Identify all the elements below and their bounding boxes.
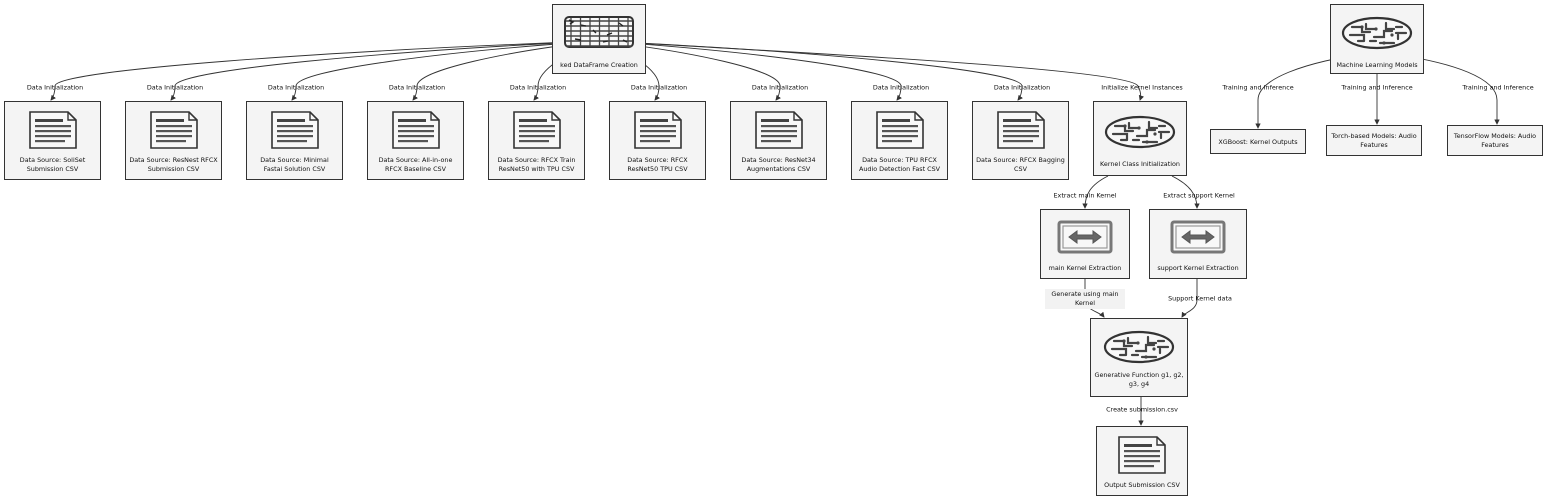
edge-label: Extract main Kernel	[1053, 191, 1117, 200]
node-label: TensorFlow Models: Audio Features	[1453, 132, 1537, 149]
transfer-arrows-icon	[1170, 220, 1226, 258]
edge-label: Support Kernel data	[1168, 294, 1232, 303]
node-src1: Data Source: SoliSet Submission CSV	[4, 101, 101, 180]
node-xgb: XGBoost: Kernel Outputs	[1210, 129, 1306, 154]
edge-label: Data Initialization	[267, 83, 325, 92]
node-src7: Data Source: ResNet34 Augmentations CSV	[730, 101, 827, 180]
node-label: Data Source: ResNet34 Augmentations CSV	[741, 156, 816, 173]
node-ml: Machine Learning Models	[1330, 4, 1424, 74]
node-label: Data Source: SoliSet Submission CSV	[19, 156, 86, 173]
edge-root-src7	[598, 40, 781, 101]
node-label: Data Source: RFCX Train ResNet50 with TP…	[497, 156, 576, 173]
node-label: Data Source: TPU RFCX Audio Detection Fa…	[858, 156, 941, 173]
edge-kernel-supext	[1171, 175, 1200, 209]
edge-label: Extract support Kernel	[1163, 191, 1235, 200]
node-src9: Data Source: RFCX Bagging CSV	[972, 101, 1069, 180]
node-label: Torch-based Models: Audio Features	[1331, 132, 1417, 149]
edge-root-kernel	[598, 40, 1144, 101]
node-src8: Data Source: TPU RFCX Audio Detection Fa…	[851, 101, 948, 180]
brain-icon	[1340, 15, 1414, 55]
transfer-arrows-icon	[1057, 220, 1113, 258]
edge-supext-gen	[1181, 279, 1198, 318]
node-src5: Data Source: RFCX Train ResNet50 with TP…	[488, 101, 585, 180]
edge-label: Data Initialization	[509, 83, 567, 92]
node-kernel: Kernel Class Initialization	[1093, 101, 1187, 176]
edge-kernel-mainext	[1082, 175, 1109, 209]
document-icon	[994, 110, 1048, 154]
node-supext: support Kernel Extraction	[1149, 209, 1247, 279]
node-root: ked DataFrame Creation	[552, 4, 646, 74]
edge-root-src3	[291, 40, 600, 101]
document-icon	[873, 110, 927, 154]
brain-icon	[1102, 329, 1176, 369]
node-label: ked DataFrame Creation	[560, 61, 638, 69]
document-icon	[268, 110, 322, 154]
edge-label: Data Initialization	[146, 83, 204, 92]
node-label: Data Source: RFCX ResNet50 TPU CSV	[627, 156, 688, 173]
node-label: Data Source: Minimal Fastai Solution CSV	[260, 156, 329, 173]
edge-label: Data Initialization	[630, 83, 688, 92]
edge-label: Data Initialization	[26, 83, 84, 92]
node-label: Data Source: RFCX Bagging CSV	[976, 156, 1065, 173]
node-label: Machine Learning Models	[1336, 61, 1418, 69]
document-icon	[510, 110, 564, 154]
node-mainext: main Kernel Extraction	[1040, 209, 1130, 279]
edge-label: Data Initialization	[872, 83, 930, 92]
edge-root-src8	[598, 40, 902, 101]
document-icon	[752, 110, 806, 154]
edge-label: Data Initialization	[993, 83, 1051, 92]
edge-label: Create submission.csv	[1106, 405, 1178, 414]
node-src2: Data Source: ResNest RFCX Submission CSV	[125, 101, 222, 180]
node-gen: Generative Function g1, g2, g3, g4	[1090, 318, 1188, 397]
node-src6: Data Source: RFCX ResNet50 TPU CSV	[609, 101, 706, 180]
node-src4: Data Source: All-in-one RFCX Baseline CS…	[367, 101, 464, 180]
node-label: Data Source: ResNest RFCX Submission CSV	[129, 156, 218, 173]
edge-label: Training and Inference	[1222, 83, 1294, 92]
edge-label: Training and Inference	[1462, 83, 1534, 92]
document-icon	[147, 110, 201, 154]
edge-label: Initialize Kernel Instances	[1101, 83, 1183, 92]
edge-label: Training and Inference	[1341, 83, 1413, 92]
node-src3: Data Source: Minimal Fastai Solution CSV	[246, 101, 343, 180]
edge-label: Data Initialization	[388, 83, 446, 92]
node-label: support Kernel Extraction	[1157, 264, 1239, 272]
document-icon	[389, 110, 443, 154]
node-label: XGBoost: Kernel Outputs	[1218, 138, 1298, 146]
edge-root-src4	[412, 40, 600, 101]
edge-root-src2	[170, 40, 600, 101]
node-out: Output Submission CSV	[1096, 426, 1188, 496]
edge-root-src1	[50, 40, 600, 101]
edge-label: Data Initialization	[751, 83, 809, 92]
node-label: Output Submission CSV	[1104, 481, 1180, 489]
edge-label: Generate using main Kernel	[1045, 289, 1125, 309]
node-label: Kernel Class Initialization	[1100, 160, 1180, 168]
document-icon	[1115, 435, 1169, 479]
node-label: Data Source: All-in-one RFCX Baseline CS…	[378, 156, 453, 173]
node-tf: TensorFlow Models: Audio Features	[1447, 125, 1543, 156]
spreadsheet-icon	[563, 15, 635, 53]
document-icon	[631, 110, 685, 154]
brain-icon	[1103, 114, 1177, 154]
node-torch: Torch-based Models: Audio Features	[1326, 125, 1422, 156]
node-label: Generative Function g1, g2, g3, g4	[1094, 371, 1184, 388]
node-label: main Kernel Extraction	[1048, 264, 1122, 272]
document-icon	[26, 110, 80, 154]
